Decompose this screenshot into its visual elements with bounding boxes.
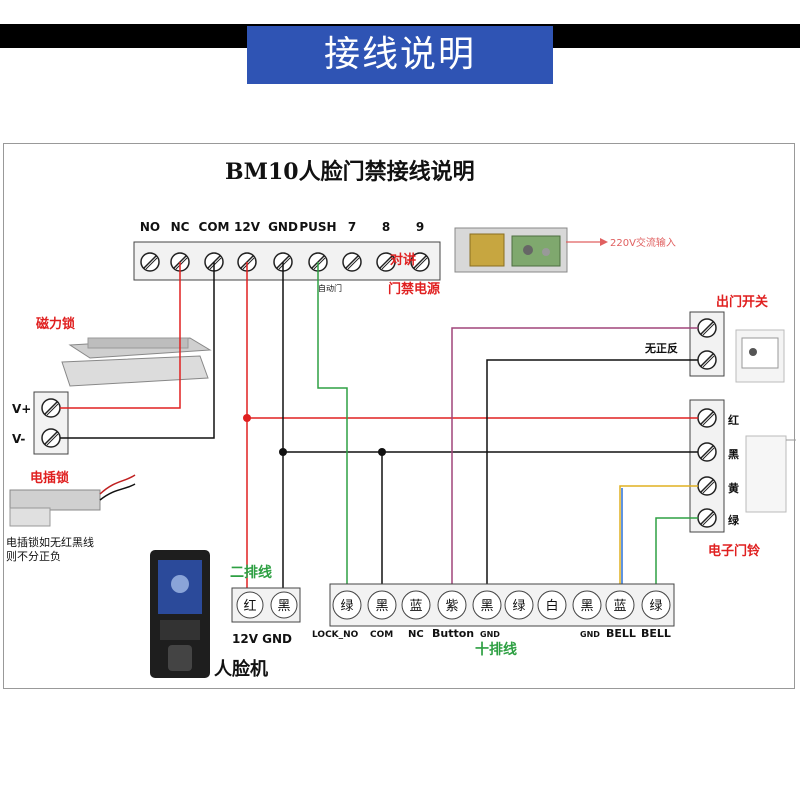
doorbell-image [745,435,796,513]
two-wire-pin-1 [270,591,298,619]
ten-wire-pin-2 [401,590,431,620]
top-terminal-label-5: PUSH [299,220,336,234]
elec-lock-note-2: 则不分正负 [6,549,61,563]
mag-lock-label: 磁力锁 [36,316,75,332]
doorbell-term-red: 红 [728,413,739,427]
ten-wire-bottom-label-0: LOCK_NO [312,630,359,640]
door-power-label: 门禁电源 [388,281,440,297]
ten-wire-pin-7 [572,590,602,620]
mag-lock-image [61,337,212,387]
top-terminal-label-8: 9 [416,220,424,234]
ten-wire-pin-label-3: 紫 [445,599,458,614]
diagram-title: BM10人脸门禁接线说明 [225,159,475,185]
ten-wire-bottom-label-4: GND [480,630,500,639]
exit-switch-note: 无正反 [644,341,678,355]
ten-wire-bottom-label-2: NC [408,629,424,640]
ten-wire-pin-8 [605,590,635,620]
doorbell-term-black: 黑 [728,448,739,461]
doorbell-label: 电子门铃 [708,543,760,559]
exit-switch-image [735,329,785,383]
top-terminal-label-4: GND [268,220,298,234]
ten-wire-bottom-label-7: BELL [641,627,671,640]
mag-lock-vminus: V- [12,432,25,446]
ten-wire-pin-label-7: 黑 [580,599,593,614]
diagram-frame [3,143,795,689]
ten-wire-pin-label-0: 绿 [340,599,353,614]
top-terminal-label-1: NC [171,220,190,234]
elec-lock-label: 电插锁 [30,470,69,486]
ten-wire-pin-label-5: 绿 [512,599,525,614]
elec-lock-note-1: 电插锁如无红黑线 [6,535,94,549]
doorbell-term-green: 绿 [728,513,740,527]
ten-wire-pin-label-4: 黑 [480,599,493,614]
top-terminal-label-3: 12V [234,220,261,234]
top-terminal-6 [342,252,362,272]
ten-wire-bottom-label-3: Button [432,627,474,640]
two-wire-pin-0 [236,591,264,619]
ten-wire-pin-9 [641,590,671,620]
ten-wire-pin-label-9: 绿 [649,599,662,614]
two-wire-pin-label-0: 红 [243,598,256,614]
ten-wire-pin-label-8: 蓝 [613,599,626,614]
ten-wire-pin-0 [332,590,362,620]
ten-wire-pin-6 [537,590,567,620]
ten-wire-pin-label-2: 蓝 [409,599,422,614]
ten-wire-bottom-label-1: COM [370,630,393,640]
two-wire-pin-label-1: 黑 [277,599,290,614]
ten-wire-pin-4 [472,590,502,620]
ten-wire-pin-label-6: 白 [545,598,558,614]
exit-switch-label: 出门开关 [716,294,768,310]
mag-lock-vplus: V+ [12,402,31,416]
ten-wire-bottom-label-5: GND [580,630,600,639]
ten-wire-label: 十排线 [475,641,517,658]
top-terminal-0 [140,252,160,272]
power-supply-image [454,227,568,273]
intercom-label: 对讲 [390,252,416,268]
ten-wire-pin-1 [367,590,397,620]
two-wire-label: 二排线 [230,564,272,581]
top-terminal-label-7: 8 [382,220,390,234]
top-terminal-label-2: COM [199,220,230,234]
ac-input-label: 220V交流输入 [610,236,676,249]
top-terminal-label-6: 7 [348,220,356,234]
top-terminal-label-0: NO [140,220,160,234]
ten-wire-pin-label-1: 黑 [375,599,388,614]
elec-lock-image [9,474,136,527]
doorbell-term-yellow: 黄 [728,481,739,495]
header-banner: 接线说明 [0,0,800,96]
ten-wire-pin-3 [437,590,467,620]
page-title: 接线说明 [247,26,553,84]
face-machine-label: 人脸机 [214,658,268,680]
ten-wire-pin-5 [504,590,534,620]
face-machine-image [150,550,210,678]
two-wire-bottom: 12V GND [232,632,292,646]
auto-door-label: 自动门 [318,283,342,293]
ten-wire-bottom-label-6: BELL [606,627,636,640]
